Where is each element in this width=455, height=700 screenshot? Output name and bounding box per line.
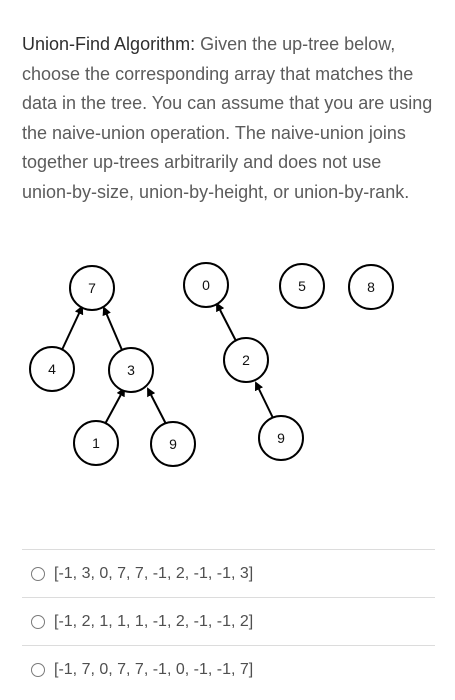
node-5: 5 <box>279 263 325 309</box>
answer-option-2[interactable]: [-1, 2, 1, 1, 1, -1, 2, -1, -1, 2] <box>22 597 435 645</box>
node-5-label: 5 <box>298 278 306 294</box>
node-0: 0 <box>183 262 229 308</box>
edge-9-to-2 <box>255 381 274 419</box>
edge-2-to-0 <box>216 302 237 342</box>
edge-1-to-3 <box>104 387 125 425</box>
node-8: 8 <box>348 264 394 310</box>
node-3-label: 3 <box>127 362 135 378</box>
node-2-label: 2 <box>242 352 250 368</box>
question-lead: Union-Find Algorithm: <box>22 34 196 54</box>
answer-option-1[interactable]: [-1, 3, 0, 7, 7, -1, 2, -1, -1, 3] <box>22 549 435 597</box>
question-text: Union-Find Algorithm: Given the up-tree … <box>22 30 434 207</box>
edge-3-to-7 <box>102 306 123 351</box>
node-4: 4 <box>29 346 75 392</box>
node-9-under-3-label: 9 <box>169 436 177 452</box>
radio-button-icon[interactable] <box>31 566 45 581</box>
node-4-label: 4 <box>48 361 56 377</box>
up-tree-svg: 7 4 3 1 9 0 2 9 <box>29 262 394 467</box>
answer-option-1-label: [-1, 3, 0, 7, 7, -1, 2, -1, -1, 3] <box>54 564 254 582</box>
node-9-under-2: 9 <box>258 415 304 461</box>
node-8-label: 8 <box>367 279 375 295</box>
answer-option-3[interactable]: [-1, 7, 0, 7, 7, -1, 0, -1, -1, 7] <box>22 645 435 693</box>
answer-option-2-label: [-1, 2, 1, 1, 1, -1, 2, -1, -1, 2] <box>54 612 254 630</box>
answer-option-3-label: [-1, 7, 0, 7, 7, -1, 0, -1, -1, 7] <box>54 660 254 678</box>
question-body: Given the up-tree below, choose the corr… <box>22 34 433 202</box>
node-1-label: 1 <box>92 435 100 451</box>
radio-button-icon[interactable] <box>31 614 45 629</box>
edge-9-to-3 <box>147 387 167 425</box>
node-7-label: 7 <box>88 280 96 296</box>
answer-options: [-1, 3, 0, 7, 7, -1, 2, -1, -1, 3] [-1, … <box>22 549 435 693</box>
node-1: 1 <box>73 420 119 466</box>
node-9-under-2-label: 9 <box>277 430 285 446</box>
up-tree-figure: 7 4 3 1 9 0 2 9 <box>0 255 455 495</box>
node-3: 3 <box>108 347 154 393</box>
radio-button-icon[interactable] <box>31 662 45 677</box>
node-2: 2 <box>223 337 269 383</box>
node-7: 7 <box>69 265 115 311</box>
node-9-under-3: 9 <box>150 421 196 467</box>
edge-4-to-7 <box>60 305 84 353</box>
node-0-label: 0 <box>202 277 210 293</box>
